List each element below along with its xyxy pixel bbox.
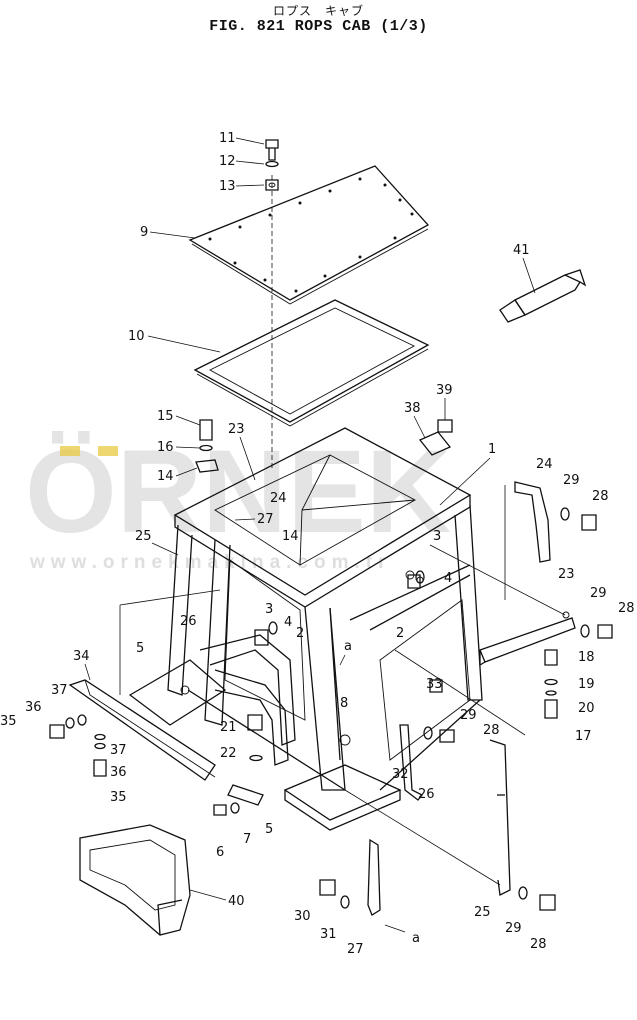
callout-23-b: 23: [558, 567, 575, 582]
watermark-accent: [60, 446, 80, 456]
callout-11: 11: [219, 131, 236, 146]
callout-12: 12: [219, 154, 236, 169]
callout-10: 10: [128, 329, 145, 344]
right-bracket: [479, 481, 576, 667]
assembly-line-3: [344, 789, 501, 886]
arrow-a-bottom: [384, 924, 406, 933]
fasteners: [49, 419, 613, 911]
roof-panel: [188, 165, 430, 305]
watermark-accent-2: [98, 446, 118, 456]
callout-28: 28: [483, 723, 500, 738]
callout-29-b: 29: [563, 473, 580, 488]
callout-28-d: 28: [530, 937, 547, 952]
cab-frame: [128, 427, 483, 831]
callout-24: 24: [270, 491, 287, 506]
callout-33: 33: [426, 677, 443, 692]
callout-34: 34: [73, 649, 90, 664]
cover: [79, 824, 191, 936]
callout-36-b: 36: [110, 765, 127, 780]
callout-5: 5: [136, 641, 144, 656]
watermark: ÖRNEK www.ornekmakina.com.tr: [25, 426, 451, 573]
callout-29-d: 29: [505, 921, 522, 936]
callout-4-b: 4: [444, 571, 452, 586]
callout-15: 15: [157, 409, 174, 424]
sealant-tube: [499, 269, 587, 323]
callouts: 11 12 13 9 10 15 16 14 23 24 27 14 25 26…: [0, 131, 635, 957]
callout-29-c: 29: [590, 586, 607, 601]
callout-36: 36: [25, 700, 42, 715]
callout-3: 3: [265, 602, 273, 617]
small-plate: [418, 431, 452, 456]
callout-2: 2: [296, 626, 304, 641]
callout-27-b: 27: [347, 942, 364, 957]
callout-2-b: 2: [396, 626, 404, 641]
callout-28-b: 28: [592, 489, 609, 504]
callout-6: 6: [216, 845, 224, 860]
callout-31: 31: [320, 927, 337, 942]
callout-14-b: 14: [282, 529, 299, 544]
callout-7: 7: [243, 832, 251, 847]
callout-32: 32: [392, 767, 409, 782]
callout-1: 1: [488, 442, 496, 457]
callout-16: 16: [157, 440, 174, 455]
callout-23: 23: [228, 422, 245, 437]
figure-header: ロプス キャブ FIG. 821 ROPS CAB (1/3): [0, 4, 637, 36]
callout-9: 9: [140, 225, 148, 240]
callout-27: 27: [257, 512, 274, 527]
callout-41: 41: [513, 243, 530, 258]
callout-18: 18: [578, 650, 595, 665]
roof-bolt-stack: [265, 139, 279, 191]
callout-37-b: 37: [110, 743, 127, 758]
callout-19: 19: [578, 677, 595, 692]
callout-4: 4: [284, 615, 292, 630]
callout-29: 29: [460, 708, 477, 723]
callout-22: 22: [220, 746, 237, 761]
vertical-rod: [489, 739, 511, 896]
callout-17: 17: [575, 729, 592, 744]
side-plate: [68, 679, 216, 781]
callout-40: 40: [228, 894, 245, 909]
callout-13: 13: [219, 179, 236, 194]
arrow-a-top: [339, 654, 346, 666]
callout-3-b: 3: [433, 529, 441, 544]
callout-14: 14: [157, 469, 174, 484]
callout-37: 37: [51, 683, 68, 698]
callout-25: 25: [135, 529, 152, 544]
callout-39: 39: [436, 383, 453, 398]
figure-title: FIG. 821 ROPS CAB (1/3): [209, 18, 428, 35]
callout-24-b: 24: [536, 457, 553, 472]
callout-26: 26: [180, 614, 197, 629]
assembly-line: [429, 544, 566, 616]
japanese-title: ロプス キャブ: [272, 4, 364, 18]
callout-35: 35: [0, 714, 17, 729]
assembly-line-5: [119, 589, 221, 606]
callout-25-b: 25: [474, 905, 491, 920]
callout-30: 30: [294, 909, 311, 924]
marker-a-top: a: [344, 639, 352, 654]
callout-28-c: 28: [618, 601, 635, 616]
small-rod: [367, 838, 381, 916]
callout-35-b: 35: [110, 790, 127, 805]
assembly-line-2: [394, 649, 526, 736]
marker-a-bottom: a: [412, 931, 420, 946]
watermark-url: www.ornekmakina.com.tr: [29, 552, 391, 573]
callout-21: 21: [220, 720, 237, 735]
callout-5-b: 5: [265, 822, 273, 837]
callout-20: 20: [578, 701, 595, 716]
callout-38: 38: [404, 401, 421, 416]
roof-gasket: [193, 299, 430, 427]
watermark-brand: ÖRNEK: [25, 426, 451, 558]
callout-8: 8: [340, 696, 348, 711]
callout-26-b: 26: [418, 787, 435, 802]
